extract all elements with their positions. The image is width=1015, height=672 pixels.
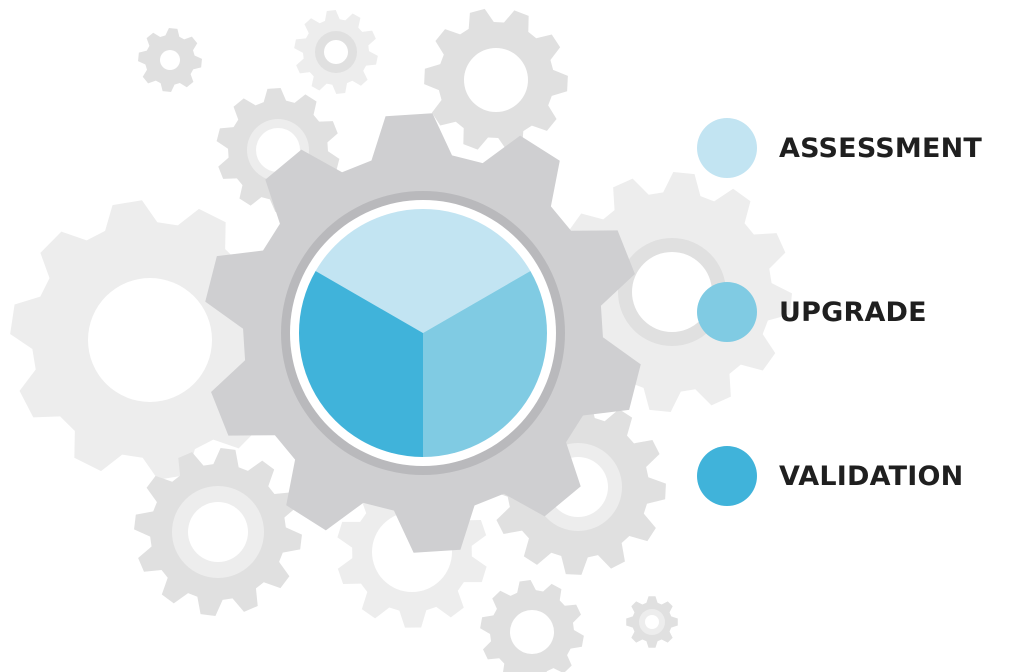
gear-bottom-left-hole (188, 502, 248, 562)
validation-dot (697, 446, 757, 506)
gear-right-mid-hole (632, 252, 712, 332)
gear-large-left-hole (88, 278, 212, 402)
upgrade-dot (697, 282, 757, 342)
legend-item-assessment: ASSESSMENT (697, 118, 1015, 178)
upgrade-segment (423, 271, 548, 457)
legend-item-validation: VALIDATION (697, 446, 1015, 506)
validation-segment (298, 271, 423, 457)
gear-top-left-small-hole (160, 50, 180, 70)
gear-bottom-left (134, 448, 302, 616)
assessment-label: ASSESSMENT (779, 132, 983, 164)
gear-tiny-bottom-right (626, 596, 678, 648)
validation-label: VALIDATION (779, 460, 964, 492)
segment-wheel (298, 208, 548, 457)
gear-top-mid (294, 10, 378, 94)
gear-bottom-small (480, 580, 584, 672)
upgrade-label: UPGRADE (779, 296, 927, 328)
legend-item-upgrade: UPGRADE (697, 282, 1015, 342)
assessment-segment (315, 208, 531, 333)
assessment-dot (697, 118, 757, 178)
gear-top-right (424, 8, 568, 152)
gear-bottom-small-hole (510, 610, 554, 654)
gear-top-mid-hole (324, 40, 348, 64)
gear-top-left-small (138, 28, 202, 92)
gear-top-right-hole (464, 48, 528, 112)
gear-tiny-bottom-right-hole (645, 615, 659, 629)
